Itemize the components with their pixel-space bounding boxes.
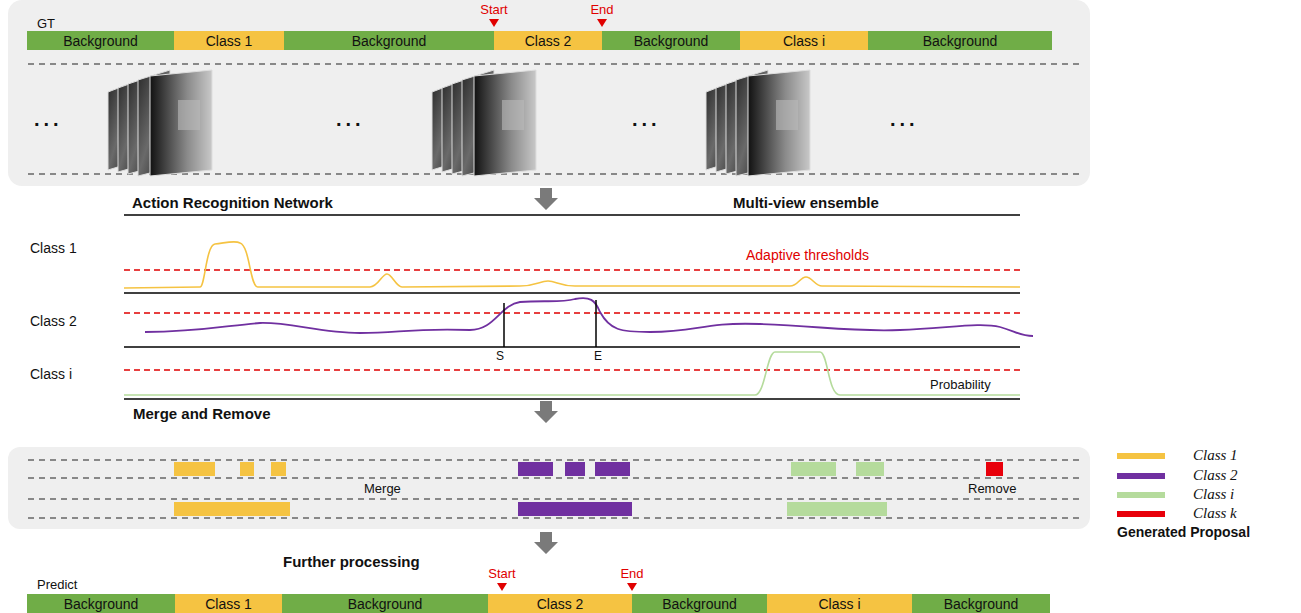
threshold-label: Adaptive thresholds (746, 247, 869, 263)
segment-label: Background (923, 33, 998, 49)
end-marker (627, 583, 637, 591)
segment-label: Class i (818, 596, 860, 612)
segment-label: Background (63, 33, 138, 49)
flow-arrow (534, 188, 558, 210)
row-label: Class i (30, 366, 72, 382)
point-label: S (496, 349, 504, 363)
legend-text: Class i (1193, 486, 1234, 503)
ellipsis: ... (34, 108, 63, 131)
legend-title: Generated Proposal (1117, 524, 1250, 540)
bar-segment: Class 2 (494, 31, 602, 50)
bar-title: Predict (37, 577, 77, 592)
point-label: E (594, 349, 602, 363)
bar-segment: Class 2 (488, 594, 632, 613)
bar-segment: Background (632, 594, 767, 613)
bar-segment: Background (27, 594, 175, 613)
legend-text: Class 1 (1193, 447, 1238, 464)
panel (8, 447, 1090, 529)
row-label: Class 1 (30, 240, 77, 256)
video-frames (108, 70, 810, 176)
stage-title: Further processing (283, 553, 420, 570)
legend-text: Class k (1193, 505, 1237, 522)
bar-segment: Background (602, 31, 740, 50)
legend-swatch (1117, 511, 1165, 517)
bar-segment: Background (27, 31, 174, 50)
row-label: Class 2 (30, 313, 77, 329)
step-label: Merge (364, 481, 401, 496)
segment-label: Background (352, 33, 427, 49)
end-marker (597, 19, 607, 27)
panel (8, 0, 1090, 186)
segment-label: Class i (783, 33, 825, 49)
bar-segment: Class 1 (175, 594, 282, 613)
step-label: Remove (968, 481, 1016, 496)
legend-swatch (1117, 492, 1165, 498)
bar-segment: Background (282, 594, 488, 613)
segment-label: Class 2 (525, 33, 572, 49)
flow-arrow (534, 401, 558, 423)
stage-title: Merge and Remove (133, 405, 271, 422)
segment-label: Class 1 (205, 596, 252, 612)
start-marker (497, 583, 507, 591)
bar-segment: Background (868, 31, 1052, 50)
proposals (28, 460, 1080, 518)
ellipsis: ... (632, 108, 661, 131)
legend-text: Class 2 (1193, 467, 1238, 484)
bar-segment: Class i (740, 31, 868, 50)
flow-arrow (534, 532, 558, 554)
segment-label: Class 1 (206, 33, 253, 49)
bar-segment: Background (912, 594, 1050, 613)
stage-title: Action Recognition Network (132, 194, 333, 211)
marker-label: Start (488, 566, 515, 581)
marker-label: Start (480, 2, 507, 17)
segment-label: Background (944, 596, 1019, 612)
segment-label: Background (64, 596, 139, 612)
bar-segment: Class i (767, 594, 912, 613)
legend-swatch (1117, 453, 1165, 459)
axis-label: Probability (930, 377, 991, 392)
stage-title: Multi-view ensemble (733, 194, 879, 211)
legend-swatch (1117, 473, 1165, 479)
probability-chart (124, 215, 1033, 399)
ellipsis: ... (336, 108, 365, 131)
segment-label: Background (634, 33, 709, 49)
bar-segment: Class 1 (174, 31, 284, 50)
bar-segment: Background (284, 31, 494, 50)
ellipsis: ... (890, 108, 919, 131)
marker-label: End (620, 566, 643, 581)
start-marker (489, 19, 499, 27)
segment-label: Background (348, 596, 423, 612)
bar-title: GT (37, 16, 55, 31)
segment-label: Class 2 (537, 596, 584, 612)
marker-label: End (590, 2, 613, 17)
segment-label: Background (662, 596, 737, 612)
